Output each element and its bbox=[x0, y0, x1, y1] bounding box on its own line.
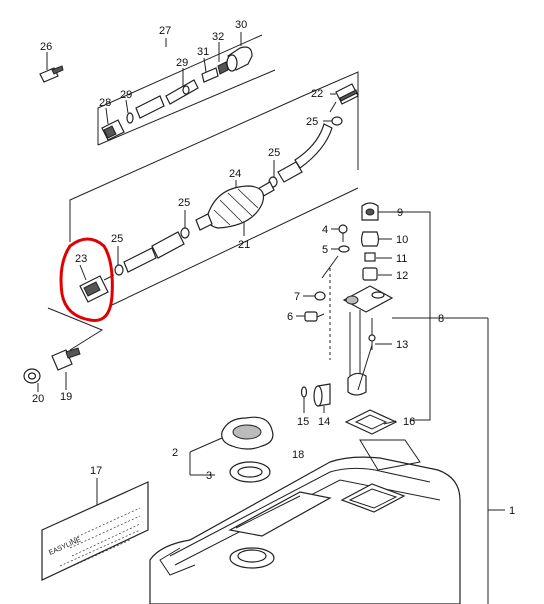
label-28: 28 bbox=[99, 97, 111, 109]
fitting-26 bbox=[39, 52, 64, 83]
label-14: 14 bbox=[318, 416, 330, 428]
label-26: 26 bbox=[40, 41, 52, 53]
label-3: 3 bbox=[206, 470, 212, 482]
label-25-bulb-left: 25 bbox=[178, 197, 190, 209]
label-32: 32 bbox=[212, 31, 224, 43]
highlight-circle bbox=[59, 237, 114, 322]
fuel-cap-gasket bbox=[229, 461, 271, 483]
label-18: 18 bbox=[292, 449, 304, 461]
label-24: 24 bbox=[229, 168, 241, 180]
nut-20 bbox=[23, 368, 41, 392]
label-15: 15 bbox=[297, 416, 309, 428]
label-7: 7 bbox=[294, 291, 300, 303]
connector-19 bbox=[51, 347, 81, 390]
label-6: 6 bbox=[287, 311, 293, 323]
label-11: 11 bbox=[396, 253, 407, 265]
label-20: 20 bbox=[32, 393, 44, 405]
label-1: 1 bbox=[509, 505, 515, 517]
label-27: 27 bbox=[159, 25, 171, 37]
label-13: 13 bbox=[396, 339, 408, 351]
label-4: 4 bbox=[322, 224, 328, 236]
decal-label: EASYLINE bbox=[41, 478, 149, 581]
label-30: 30 bbox=[235, 19, 247, 31]
label-16: 16 bbox=[403, 416, 415, 428]
label-12: 12 bbox=[396, 270, 408, 282]
label-2: 2 bbox=[172, 447, 178, 459]
label-19: 19 bbox=[60, 391, 72, 403]
label-21: 21 bbox=[238, 239, 250, 251]
label-23: 23 bbox=[75, 253, 87, 265]
label-9: 9 bbox=[397, 207, 403, 219]
fuel-tank bbox=[149, 439, 461, 604]
breather-assembly bbox=[101, 32, 253, 141]
label-22: 22 bbox=[311, 88, 323, 100]
label-29-left: 29 bbox=[120, 89, 132, 101]
gauge-gasket bbox=[344, 409, 398, 435]
assembly-frames bbox=[47, 34, 505, 604]
label-17: 17 bbox=[90, 465, 102, 477]
label-25-left: 25 bbox=[111, 233, 123, 245]
label-10: 10 bbox=[396, 234, 408, 246]
label-8: 8 bbox=[438, 313, 444, 325]
label-5: 5 bbox=[322, 244, 328, 256]
callout-labels: 1 2 3 4 5 6 7 8 9 10 11 12 13 14 15 16 1… bbox=[32, 19, 515, 517]
label-25-hose-top: 25 bbox=[306, 116, 318, 128]
fuel-cap bbox=[189, 416, 274, 476]
fuel-line-assembly bbox=[79, 83, 359, 303]
label-31: 31 bbox=[197, 46, 209, 58]
fuel-gauge-assembly bbox=[321, 255, 394, 396]
label-29-right: 29 bbox=[176, 57, 188, 69]
label-25-bulb-right: 25 bbox=[268, 147, 280, 159]
gauge-small-parts bbox=[296, 202, 397, 425]
